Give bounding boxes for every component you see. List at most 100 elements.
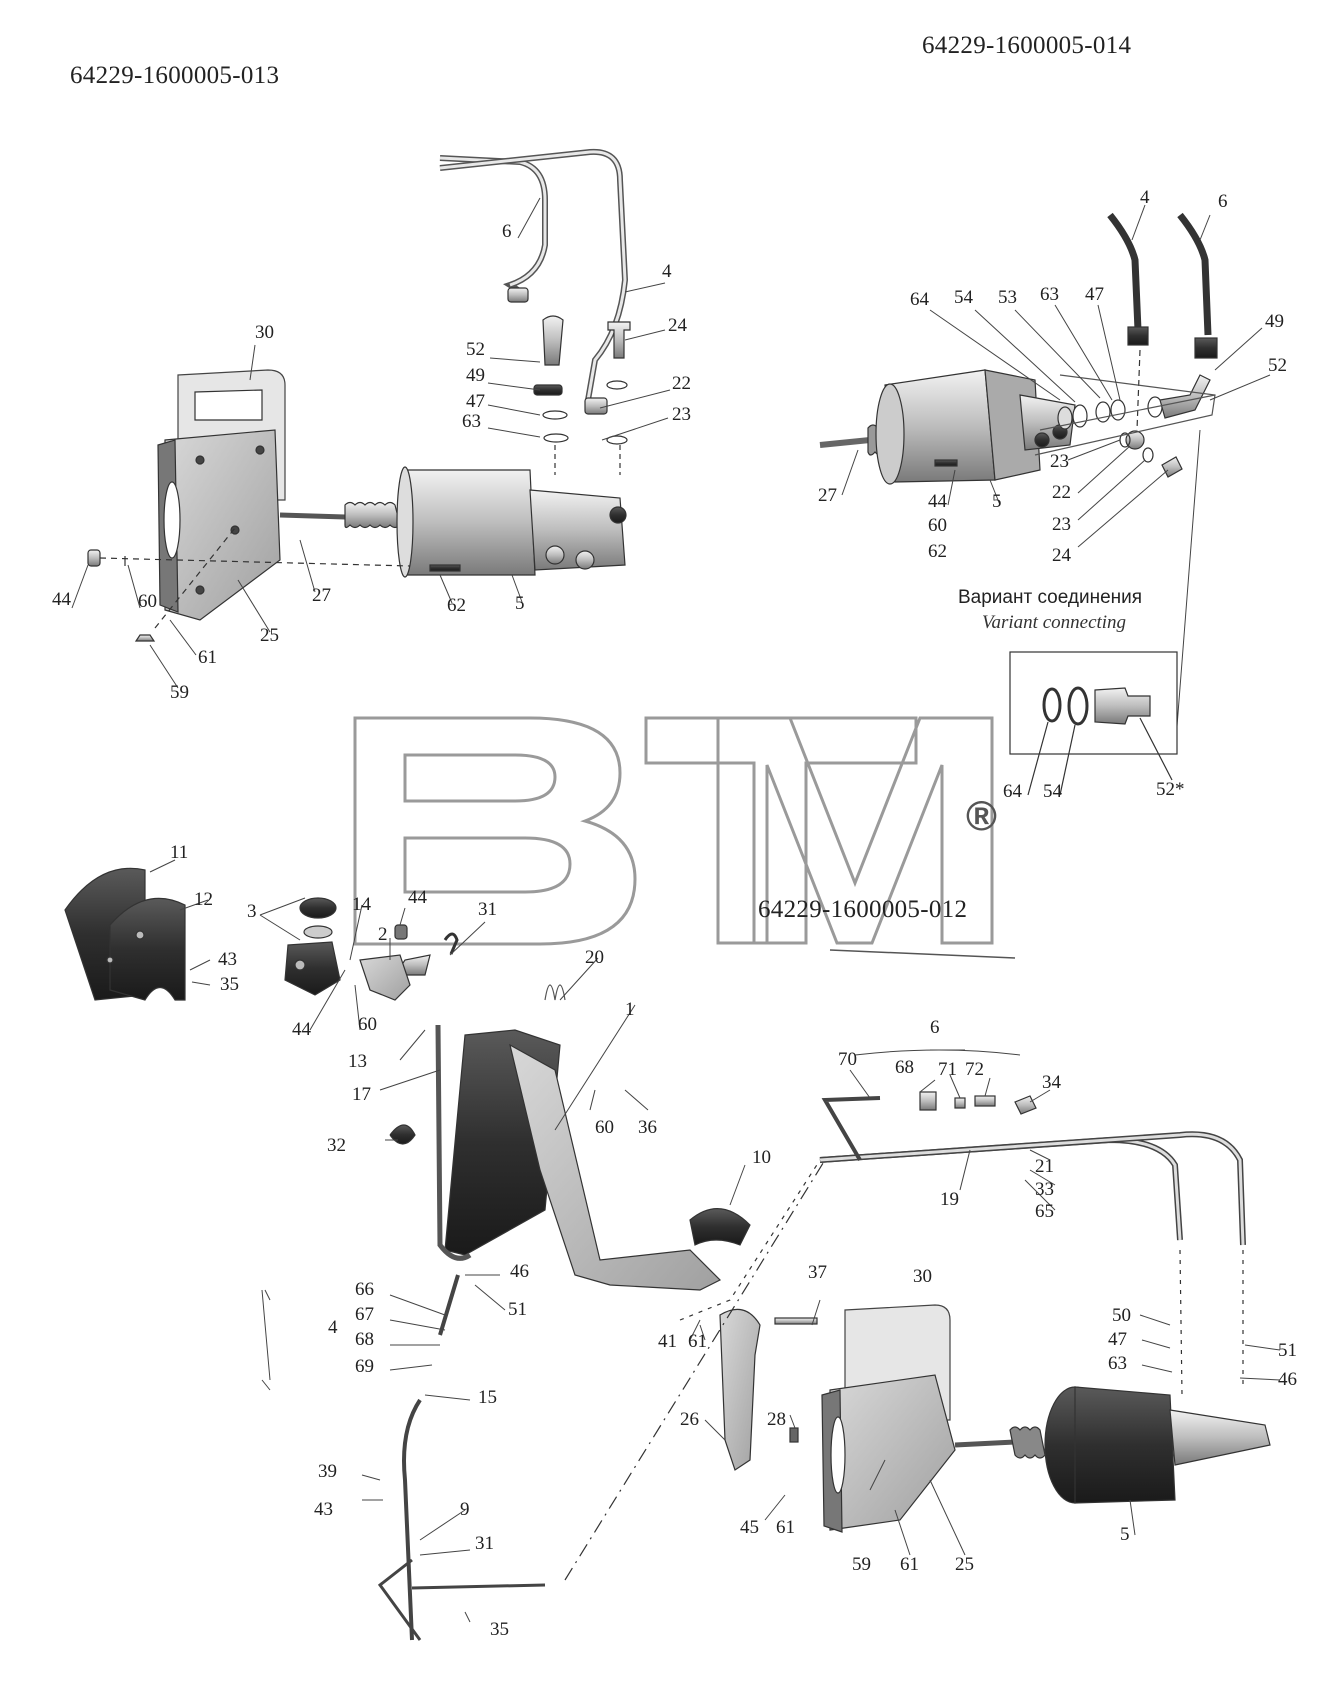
booster-5-014 (819, 369, 1076, 485)
callout-label: 1 (625, 999, 635, 1020)
callout-label: 37 (808, 1262, 827, 1283)
callout-label: 60 (358, 1014, 377, 1035)
callout-label: 52* (1156, 779, 1185, 800)
callout-label: 60 (138, 591, 157, 612)
callout-label: 19 (940, 1189, 959, 1210)
group-label-4: 4 (328, 1317, 338, 1338)
seals-fittings-014 (1034, 349, 1216, 478)
callout-label: 36 (638, 1117, 657, 1138)
callout-label: 47 (466, 391, 485, 412)
callout-label: 49 (1265, 311, 1284, 332)
assembly-number-012: 64229-1600005-012 (758, 896, 968, 923)
link-parts-012 (359, 924, 459, 1145)
callout-label: 59 (170, 682, 189, 703)
callout-label: 69 (355, 1356, 374, 1377)
callout-label: 41 (658, 1331, 677, 1352)
callout-label: 39 (318, 1461, 337, 1482)
callout-label: 63 (1108, 1353, 1127, 1374)
callout-label: 44 (408, 887, 427, 908)
assembly-number-014: 64229-1600005-014 (922, 32, 1132, 59)
callout-label: 65 (1035, 1201, 1054, 1222)
pipes-014 (1107, 212, 1218, 359)
callout-label: 47 (1085, 284, 1104, 305)
callout-label: 67 (355, 1304, 374, 1325)
callout-label: 6 (1218, 191, 1228, 212)
booster-5-013 (279, 466, 627, 578)
callout-label: 64 (910, 289, 929, 310)
callout-label: 25 (260, 625, 279, 646)
callout-label: 14 (352, 894, 371, 915)
callout-label: 32 (327, 1135, 346, 1156)
callout-label: 31 (478, 899, 497, 920)
variant-caption-ru: Вариант соединения (958, 587, 1143, 608)
callout-label: 34 (1042, 1072, 1061, 1093)
callout-label: 72 (965, 1059, 984, 1080)
callout-label: 62 (928, 541, 947, 562)
leader-lines-014 (841, 204, 1271, 753)
callout-label: 71 (938, 1059, 957, 1080)
callout-label: 11 (170, 842, 189, 863)
callout-label: 23 (672, 404, 691, 425)
callout-label: 24 (1052, 545, 1071, 566)
bracket-25-013 (157, 429, 281, 621)
leader-lines-013 (71, 197, 671, 689)
callout-label: 33 (1035, 1179, 1054, 1200)
watermark-btm-outline (353, 716, 994, 946)
callout-label: 44 (52, 589, 71, 610)
callout-label: 20 (585, 947, 604, 968)
callout-label: 60 (928, 515, 947, 536)
callout-label: 2 (378, 924, 388, 945)
callout-label: 53 (998, 287, 1017, 308)
callout-label: 61 (688, 1331, 707, 1352)
callout-label: 68 (355, 1329, 374, 1350)
callout-label: 61 (900, 1554, 919, 1575)
callout-label: 27 (818, 485, 837, 506)
callout-label: 31 (475, 1533, 494, 1554)
fittings-013 (533, 315, 631, 475)
callout-label: 44 (928, 491, 947, 512)
callout-label: 30 (913, 1266, 932, 1287)
callout-label: 52 (466, 339, 485, 360)
callout-label: 62 (447, 595, 466, 616)
pipe-6-012 (819, 949, 1246, 1246)
callout-label: 6 (930, 1017, 940, 1038)
bracket-25-012 (821, 1304, 956, 1533)
callout-label: 5 (992, 491, 1002, 512)
callout-label: 49 (466, 365, 485, 386)
callout-label: 43 (218, 949, 237, 970)
callout-label: 68 (895, 1057, 914, 1078)
callout-label: 22 (672, 373, 691, 394)
reservoir-3 (284, 897, 341, 996)
callout-label: 9 (460, 1499, 470, 1520)
callout-label: 13 (348, 1051, 367, 1072)
callout-label: 17 (352, 1084, 371, 1105)
callout-label: 59 (852, 1554, 871, 1575)
shields-11-12 (64, 867, 186, 1001)
callout-label: 61 (198, 647, 217, 668)
assembly-number-013: 64229-1600005-013 (70, 62, 280, 89)
callout-label: 30 (255, 322, 274, 343)
callout-label: 46 (1278, 1369, 1297, 1390)
callout-label: 27 (312, 585, 331, 606)
callout-label: 12 (194, 889, 213, 910)
callout-label: 22 (1052, 482, 1071, 503)
callout-label: 15 (478, 1387, 497, 1408)
booster-5-012 (954, 1386, 1271, 1504)
callout-label: 51 (1278, 1340, 1297, 1361)
leader-lines-012 (149, 859, 1281, 1623)
callout-label: 23 (1050, 451, 1069, 472)
fasteners-013 (87, 527, 411, 642)
callout-label: 54 (1043, 781, 1062, 802)
variant-caption-en: Variant connecting (982, 612, 1127, 633)
variant-box (1009, 651, 1178, 796)
callout-label: 24 (668, 315, 687, 336)
rod-and-hose-012 (377, 1159, 1244, 1641)
callout-label: 54 (954, 287, 973, 308)
callout-label: 63 (462, 411, 481, 432)
callout-label: 51 (508, 1299, 527, 1320)
callout-label: 26 (680, 1409, 699, 1430)
callout-label: 70 (838, 1049, 857, 1070)
callout-label: 3 (247, 901, 257, 922)
callout-label: 35 (220, 974, 239, 995)
